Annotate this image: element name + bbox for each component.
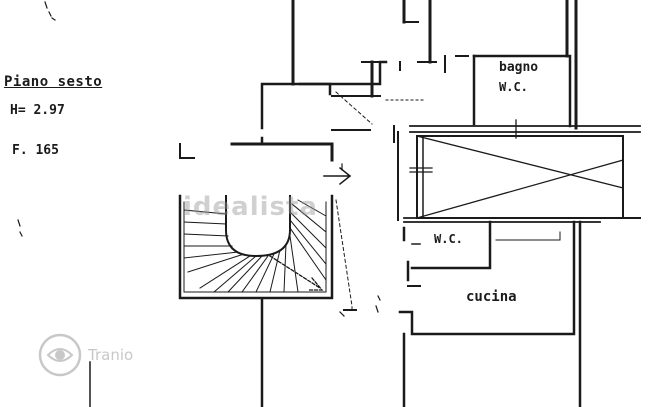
shaft	[416, 135, 624, 189]
wall	[495, 231, 561, 241]
wall	[472, 54, 572, 128]
wall	[403, 217, 601, 223]
scribble	[44, 1, 56, 21]
shaft	[416, 159, 624, 219]
wall	[409, 125, 641, 133]
room-label-bagno-wc: W.C.	[499, 80, 528, 94]
scribble	[17, 219, 23, 237]
wall	[244, 82, 332, 146]
tranio-logo-icon	[38, 333, 82, 377]
watermark-tranio: Tranio	[38, 333, 158, 377]
arrow	[323, 166, 352, 186]
room-label-bagno: bagno	[499, 60, 539, 75]
shaft	[416, 135, 624, 219]
ceiling-height: H= 2.97	[10, 103, 65, 118]
room-label-cucina: cucina	[466, 289, 517, 305]
door-swing	[335, 199, 353, 313]
wall	[230, 142, 334, 162]
wall	[410, 220, 492, 270]
floor-reference: F. 165	[12, 143, 59, 158]
wall	[402, 226, 410, 282]
dots	[339, 295, 381, 317]
wall	[331, 95, 381, 131]
wall	[398, 220, 576, 336]
stair-outline	[178, 194, 334, 300]
wall	[179, 143, 195, 159]
watermark-idealista: idealista	[183, 192, 318, 222]
door-swing	[335, 91, 373, 125]
room-label-wc: W.C.	[434, 232, 463, 246]
stair-treads	[183, 199, 327, 293]
stair-arrow	[269, 255, 324, 291]
watermark-tranio-text: Tranio	[88, 346, 134, 364]
plan-title: Piano sesto	[4, 74, 103, 90]
stair-outline	[183, 201, 327, 293]
